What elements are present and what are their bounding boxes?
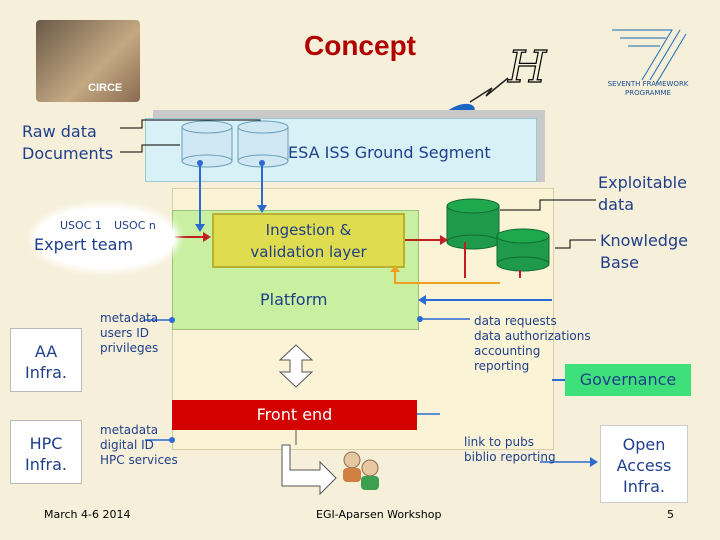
oa-line-3: Infra. (623, 477, 665, 496)
knowledge-callout (555, 239, 596, 249)
exploitable-callout (500, 199, 596, 211)
circe-logo-text: CIRCE (88, 82, 123, 94)
governance-box: Governance (565, 364, 691, 396)
front-end-bar: Front end (172, 400, 417, 430)
hpc-meta-2: digital ID (100, 438, 154, 452)
aa-line-2: Infra. (25, 363, 67, 382)
dr-line-3: accounting (474, 344, 541, 358)
exploitable-line-1: Exploitable (598, 173, 687, 192)
footer-event: EGI-Aparsen Workshop (316, 508, 442, 521)
ingestion-layer: Ingestion & validation layer (212, 213, 405, 268)
pubs-line-1: link to pubs (464, 435, 534, 449)
fp7-logo-text: SEVENTH FRAMEWORK PROGRAMME (600, 80, 696, 98)
hpc-line-1: HPC (29, 434, 63, 453)
raw-data-note: Raw data Documents (22, 121, 113, 165)
aa-meta-3: privileges (100, 341, 159, 355)
fp7-line-2: PROGRAMME (625, 89, 671, 97)
bidirectional-arrow-icon (278, 344, 314, 388)
dr-line-1: data requests (474, 314, 557, 328)
expert-team-cloud (35, 208, 175, 268)
raw-data-label: Raw data (22, 122, 97, 141)
hpc-infra-box: HPC Infra. (10, 420, 82, 484)
aa-meta-1: metadata (100, 311, 159, 325)
knowledge-base-label: Knowledge Base (600, 230, 688, 274)
open-access-box: Open Access Infra. (600, 425, 688, 503)
users-arrow-icon (281, 444, 337, 496)
documents-label: Documents (22, 144, 114, 163)
hpc-meta-3: HPC services (100, 453, 178, 467)
knowledge-database-icon (496, 228, 550, 272)
exploitable-database-icon (446, 198, 500, 250)
usoc-n-label: USOC n (114, 219, 156, 232)
usoc-1-label: USOC 1 (60, 219, 102, 232)
expert-team-label: Expert team (34, 235, 134, 254)
dr-line-4: reporting (474, 359, 530, 373)
ingestion-line-1: Ingestion & (265, 221, 352, 239)
aa-infra-box: AA Infra. (10, 328, 82, 392)
link-to-pubs-note: link to pubs biblio reporting (464, 435, 556, 465)
pubs-line-2: biblio reporting (464, 450, 556, 464)
fp7-line-1: SEVENTH FRAMEWORK (607, 80, 689, 88)
ingestion-line-2: validation layer (250, 243, 367, 261)
page-number: 5 (667, 508, 674, 521)
knowledge-line-2: Base (600, 253, 639, 272)
hpc-meta-1: metadata (100, 423, 159, 437)
hpc-metadata: metadata digital ID HPC services (100, 423, 178, 468)
aa-line-1: AA (34, 342, 58, 361)
platform-label: Platform (260, 290, 328, 309)
aa-metadata: metadata users ID privileges (100, 311, 158, 356)
oa-line-1: Open (622, 435, 666, 454)
fp7-logo-icon (612, 29, 687, 85)
data-requests-note: data requests data authorizations accoun… (474, 314, 591, 374)
ground-database-2-icon (237, 120, 289, 168)
documents-callout (120, 144, 180, 153)
h-logo-icon: H (507, 42, 548, 93)
knowledge-line-1: Knowledge (600, 231, 688, 250)
ground-segment-label: ESA ISS Ground Segment (288, 143, 491, 162)
exploitable-line-2: data (598, 195, 635, 214)
circe-logo: CIRCE (36, 20, 140, 102)
exploitable-data-label: Exploitable data (598, 172, 687, 216)
dr-line-2: data authorizations (474, 329, 591, 343)
hpc-line-2: Infra. (25, 455, 67, 474)
footer-date: March 4-6 2014 (44, 508, 131, 521)
ground-database-1-icon (181, 120, 233, 168)
slide-title: Concept (304, 30, 416, 61)
aa-meta-2: users ID (100, 326, 150, 340)
users-icon (343, 451, 379, 490)
oa-line-2: Access (616, 456, 672, 475)
